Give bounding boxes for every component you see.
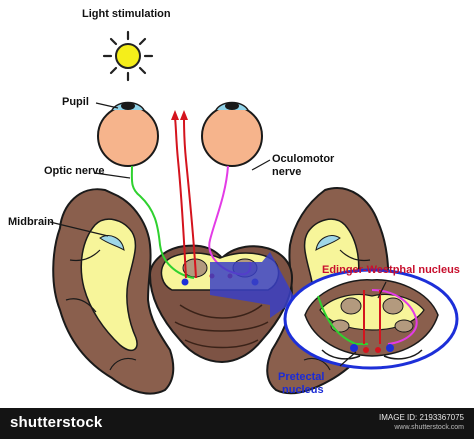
red-pathway-right [183,117,197,279]
right-ventricle [315,235,341,252]
zoom-arrow [210,252,296,318]
leader-lines [49,102,387,367]
right-eye [201,101,263,167]
label-light-stimulation: Light stimulation [82,8,171,20]
inset-magnified-view [283,268,459,370]
label-edinger-westphal-nucleus: Edinger-Westphal nucleus [322,264,460,276]
left-ventricle [99,235,125,252]
left-white-matter [80,218,138,352]
pretectal-left [181,278,189,286]
label-midbrain: Midbrain [8,216,54,228]
pupil-left [121,102,135,110]
label-oculomotor-line2: nerve [272,166,302,178]
optic-nerve-pathway [130,165,195,279]
pupil-right [225,102,239,110]
cerebellar-folia [174,304,269,349]
label-pretectal-line2: nucleus [282,384,324,396]
sun-icon [102,30,154,82]
image-id: IMAGE ID: 2193367075 [379,413,464,422]
label-optic-nerve: Optic nerve [44,165,105,177]
stock-footer: shutterstock IMAGE ID: 2193367075 www.sh… [0,408,474,439]
label-pupil: Pupil [62,96,89,108]
left-eye [97,101,159,167]
red-pathway-left [174,117,187,279]
label-oculomotor-line1: Oculomotor [272,153,335,165]
brand-logo: shutterstock [10,414,103,431]
label-pretectal-line1: Pretectal [278,371,325,383]
site-url: www.shutterstock.com [394,424,464,431]
